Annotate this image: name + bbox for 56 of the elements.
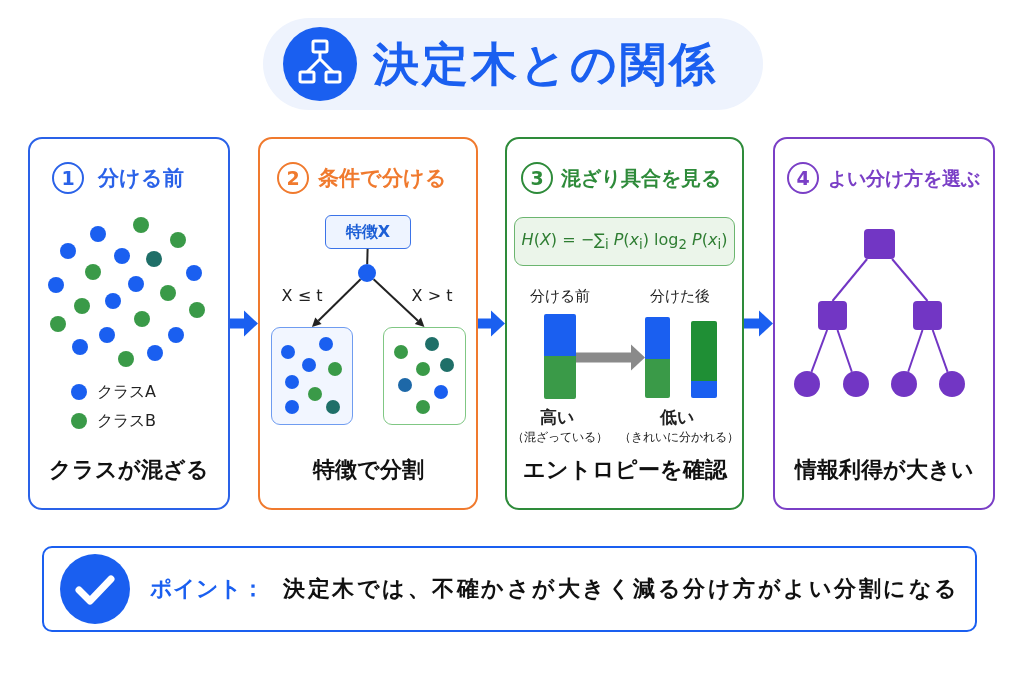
step-panel [505,137,744,510]
step-caption: 情報利得が大きい [794,456,974,484]
step-heading: 混ざり具合を見る [561,165,721,191]
block-arrow [744,310,773,337]
connector-line [891,258,929,302]
leaf-node-circle [843,371,869,397]
arrow [372,278,425,327]
block-arrow [478,310,505,337]
step-panel [28,137,230,510]
branch-point-circle [358,264,376,282]
connector-line [931,329,949,373]
step-number: 2 [277,162,309,194]
sample-group-box [271,327,353,425]
step-number: 3 [521,162,553,194]
step-heading: 分ける前 [98,165,184,191]
step-caption: クラスが混ざる [49,456,209,484]
split-node-square [913,301,942,330]
stacked-bar [691,321,717,398]
step-caption: エントロピーを確認 [522,456,727,484]
connector-line [366,248,369,265]
point-banner [42,546,977,632]
step-panel [773,137,995,510]
point-label: ポイント： [150,575,264,603]
step-number: 1 [52,162,84,194]
stacked-bar [544,314,576,399]
connector-line [831,258,869,302]
step-number: 4 [787,162,819,194]
connector-line [836,329,853,373]
leaf-node-circle [794,371,820,397]
block-arrow [576,344,645,371]
step-heading: よい分け方を選ぶ [828,166,980,191]
step-caption: 特徴で分割 [312,456,424,484]
entropy-level-label: 低い [660,405,694,428]
bar-group-label: 分けた後 [650,286,710,307]
arrow [312,278,362,327]
entropy-level-label: 高い [540,405,574,428]
split-node-square [864,229,895,259]
step-panel [258,137,478,510]
point-text: 決定木では、不確かさが大きく減る分け方がよい分割になる [283,575,960,603]
entropy-formula: H(X) = −∑$_{i}$ P(x$_{i}$) log$_{2}$ P(x$_{i}$) [514,217,735,266]
sample-group-box [383,327,466,425]
connector-line [810,329,829,373]
connector-line [907,329,924,373]
stacked-bar [645,317,670,398]
step-heading: 条件で分ける [318,165,447,191]
block-arrow [230,310,258,337]
title-text: 決定木との関係 [373,36,718,92]
entropy-note: （混ざっている） [512,429,608,445]
entropy-note: （きれいに分かれる） [619,429,739,445]
bar-group-label: 分ける前 [530,286,590,307]
split-node-square [818,301,847,330]
leaf-node-circle [891,371,917,397]
feature-box: 特徴X [325,215,411,249]
legend-text: クラスB [97,411,156,431]
legend-text: クラスA [97,382,156,402]
leaf-node-circle [939,371,965,397]
